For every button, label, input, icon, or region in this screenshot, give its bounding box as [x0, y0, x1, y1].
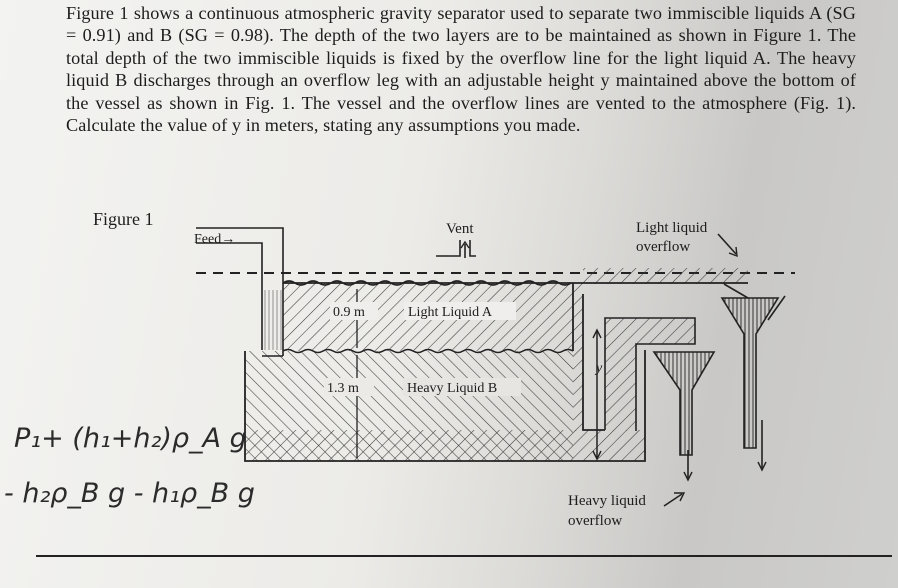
heavy-overflow-label-2: overflow — [568, 513, 622, 529]
vessel-bottom-hatch — [245, 430, 645, 461]
right-wall-hatch — [573, 283, 583, 431]
heavy-overflow-arrow — [663, 493, 683, 507]
light-overflow-diag-arrow — [767, 295, 786, 321]
layer-a-depth: 0.9 m — [333, 305, 365, 320]
heavy-overflow-funnel — [652, 351, 716, 456]
heavy-overflow-down-arrow-head — [683, 471, 693, 482]
liquid-interface — [282, 348, 574, 354]
vent-label: Vent — [446, 221, 474, 237]
layer-b-depth-bg — [324, 378, 374, 396]
heavy-overflow-arrow-head — [674, 492, 686, 502]
light-overflow-spout — [723, 283, 749, 299]
layer-b-depth: 1.3 m — [327, 381, 359, 396]
y-dimension-arrow-bottom — [592, 450, 602, 461]
vessel-outline — [244, 282, 748, 462]
figure-caption: Figure 1 — [93, 209, 154, 229]
layer-b-name-bg — [403, 378, 521, 396]
layer-a-name-bg — [404, 302, 516, 320]
y-label: y — [594, 361, 603, 376]
bottom-rule — [36, 555, 892, 557]
handwritten-note-line-2: - h₂ρ_B g - h₁ρ_B g — [4, 478, 255, 509]
light-overflow-funnel — [720, 297, 780, 449]
layer-b-name: Heavy Liquid B — [407, 381, 497, 396]
light-overflow-arrow-head — [728, 246, 738, 258]
vent-pipe — [436, 240, 476, 257]
light-overflow-label-1: Light liquid — [636, 220, 708, 236]
light-overflow-down-arrow-head — [757, 461, 767, 472]
layer-a-depth-bg — [330, 302, 378, 320]
light-overflow-label-2: overflow — [636, 239, 690, 255]
vent-arrow-head — [460, 240, 470, 249]
handwritten-note-line-1: P₁+ (h₁+h₂)ρ_A g — [14, 423, 247, 454]
layer-a-name: Light Liquid A — [408, 305, 493, 320]
problem-statement: Figure 1 shows a continuous atmospheric … — [66, 3, 856, 136]
heavy-overflow-leg — [604, 317, 696, 431]
feed-pipe-inner-wall — [262, 290, 283, 350]
light-overflow-arrow — [717, 233, 737, 255]
heavy-overflow-label-1: Heavy liquid — [568, 493, 646, 509]
feed-label: Feed→ — [194, 232, 235, 247]
overflow-trough-hatch — [583, 268, 748, 284]
y-dimension-arrow-top — [592, 328, 602, 339]
top-liquid-surface — [282, 280, 572, 286]
